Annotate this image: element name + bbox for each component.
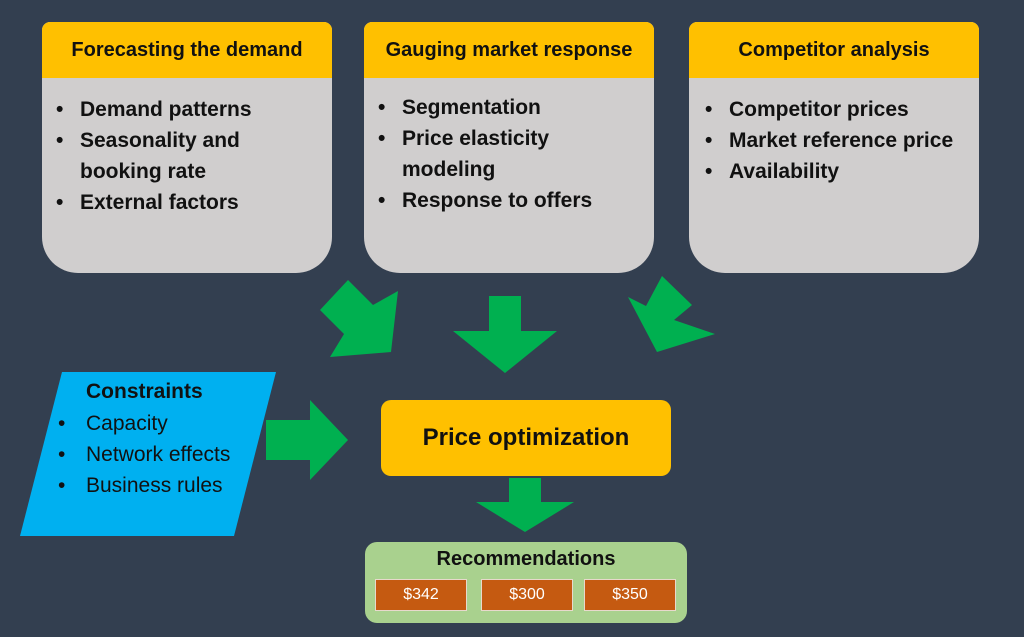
card-title: Gauging market response — [364, 22, 654, 78]
card-item: Competitor prices — [703, 94, 979, 125]
arrow-optimization-to-recommendations — [476, 478, 574, 532]
constraints-list: Capacity Network effects Business rules — [56, 408, 230, 501]
card-market-response: Gauging market response Segmentation Pri… — [364, 22, 654, 273]
constraint-item: Capacity — [56, 408, 230, 439]
arrow-constraints-to-optimization — [266, 400, 348, 480]
card-item: Availability — [703, 156, 979, 187]
card-item-list: Competitor prices Market reference price… — [703, 94, 979, 187]
card-item: Response to offers — [376, 185, 626, 216]
recommendations-title: Recommendations — [436, 548, 616, 570]
card-item: Seasonality and booking rate — [54, 125, 324, 187]
card-item-list: Segmentation Price elasticity modeling R… — [376, 92, 626, 216]
card-item: External factors — [54, 187, 324, 218]
card-title: Competitor analysis — [689, 22, 979, 78]
card-item-list: Demand patterns Seasonality and booking … — [54, 94, 324, 218]
card-title: Forecasting the demand — [42, 22, 332, 78]
card-item: Market reference price — [703, 125, 979, 156]
card-item: Demand patterns — [54, 94, 324, 125]
card-item: Price elasticity modeling — [376, 123, 626, 185]
card-competitor: Competitor analysis Competitor prices Ma… — [689, 22, 979, 273]
recommendations-box: Recommendations $342 $300 $350 — [365, 542, 687, 623]
arrow-forecast-to-optimization — [320, 280, 398, 357]
card-forecasting: Forecasting the demand Demand patterns S… — [42, 22, 332, 273]
price-chip: $342 — [375, 579, 467, 611]
price-chip: $300 — [481, 579, 573, 611]
arrow-market-to-optimization — [453, 296, 557, 373]
arrow-competitor-to-optimization — [628, 276, 715, 352]
price-optimization-label: Price optimization — [422, 424, 630, 451]
price-chip: $350 — [584, 579, 676, 611]
constraint-item: Business rules — [56, 470, 230, 501]
card-item: Segmentation — [376, 92, 626, 123]
constraints-title: Constraints — [86, 380, 203, 403]
price-optimization-box: Price optimization — [381, 400, 671, 476]
constraint-item: Network effects — [56, 439, 230, 470]
